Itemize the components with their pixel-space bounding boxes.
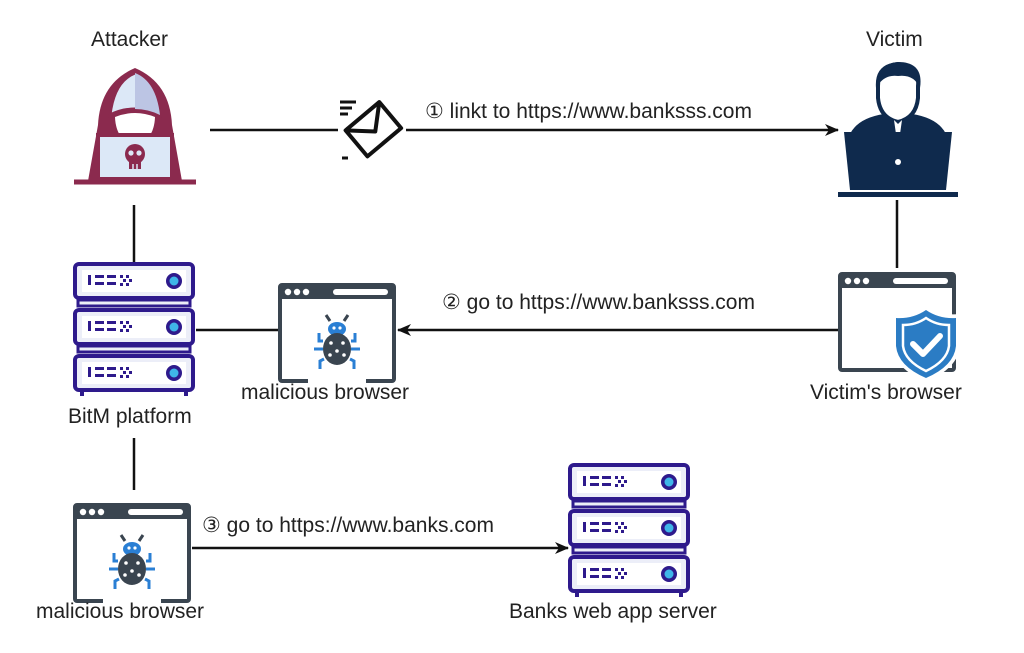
browser-shield-icon [838, 272, 960, 382]
user-laptop-icon [838, 61, 958, 197]
server-unit [73, 262, 195, 300]
edge-3-text: go to https://www.banks.com [226, 514, 494, 537]
browser-bug-icon [73, 503, 191, 605]
edge-1-label: ① linkt to https://www.banksss.com [425, 99, 752, 124]
server-rack-icon [73, 262, 195, 396]
browser-bug-icon [278, 283, 396, 385]
step-3-marker: ③ [202, 514, 221, 537]
edge-3-label: ③ go to https://www.banks.com [202, 513, 494, 538]
step-2-marker: ② [442, 291, 461, 314]
step-1-marker: ① [425, 100, 444, 123]
malicious-browser-top-label: malicious browser [241, 381, 410, 404]
envelope-icon [340, 100, 404, 160]
banks-server-label: Banks web app server [509, 600, 717, 623]
hooded-hacker-icon [74, 68, 196, 185]
victim-label: Victim [866, 28, 923, 51]
malicious-browser-bottom-label: malicious browser [36, 600, 205, 623]
server-rack-icon [568, 463, 690, 597]
victims-browser-label: Victim's browser [810, 381, 962, 404]
edge-1-text: linkt to https://www.banksss.com [449, 100, 752, 123]
bitm-platform-label: BitM platform [68, 405, 192, 428]
attacker-label: Attacker [91, 28, 169, 51]
edge-2-label: ② go to https://www.banksss.com [442, 290, 755, 315]
edge-2-text: go to https://www.banksss.com [466, 291, 755, 314]
